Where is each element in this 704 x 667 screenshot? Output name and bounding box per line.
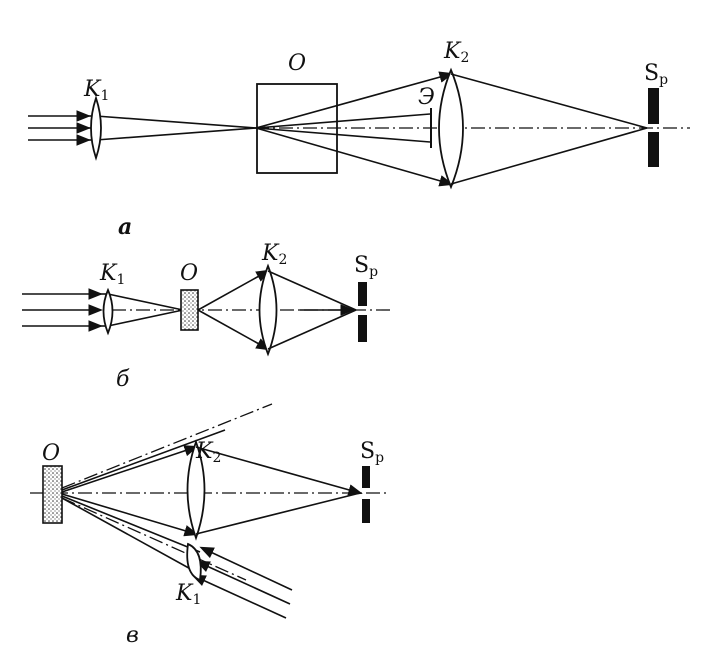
spectrograph-slit-upper: [362, 466, 370, 488]
condenser-lens-k2: [438, 67, 464, 190]
spectrograph-slit-upper: [358, 282, 367, 306]
condenser-lens-k1: [102, 287, 114, 336]
label-object: О: [42, 441, 60, 466]
diagram-a: K1 О K2 Э Sp а: [28, 39, 690, 240]
label-slit: Sp: [360, 439, 384, 466]
scattered-ray: [255, 127, 454, 187]
beam-axis: [61, 497, 247, 581]
direct-beam: [255, 113, 431, 129]
label-k2: K2: [443, 39, 469, 66]
incoming-ray: [191, 574, 287, 619]
object-sample: [42, 465, 63, 524]
label-k1: K1: [175, 581, 201, 608]
label-k1: K1: [83, 77, 109, 104]
caption-c: в: [126, 623, 139, 648]
spectrograph-slit-lower: [358, 315, 367, 342]
scattered-ray: [197, 269, 271, 311]
label-k1: K1: [99, 261, 125, 288]
label-slit: Sp: [354, 253, 378, 280]
object-sample: [180, 289, 199, 331]
condenser-lens-k1: [90, 95, 102, 161]
label-screen: Э: [418, 85, 435, 110]
diagram-c: О K2 K1 Sp в: [30, 403, 390, 648]
spectrograph-slit-lower: [648, 132, 659, 167]
caption-a: а: [118, 214, 132, 240]
condenser-lens-k1: [186, 542, 202, 582]
caption-b: б: [116, 367, 130, 392]
beam-axis: [61, 403, 273, 489]
incoming-ray: [195, 560, 291, 605]
scattered-ray: [61, 493, 199, 537]
converging-ray: [95, 127, 257, 141]
converging-ray: [95, 115, 257, 129]
label-slit: Sp: [644, 61, 668, 88]
scattered-ray: [61, 445, 199, 493]
scattered-ray: [197, 309, 271, 351]
incoming-ray: [199, 546, 293, 591]
spectrograph-slit-upper: [648, 88, 659, 124]
label-object: О: [288, 51, 306, 76]
condenser-lens-k2: [258, 263, 278, 357]
diagram-b: K1 О K2 Sp б: [22, 241, 390, 392]
label-k2: K2: [261, 241, 287, 268]
spectrograph-slit-lower: [362, 499, 370, 523]
condenser-lens-k2: [186, 439, 206, 541]
label-k2: K2: [195, 439, 221, 466]
direct-beam: [255, 127, 431, 143]
scattered-ray: [255, 71, 454, 129]
label-object: О: [180, 261, 198, 286]
